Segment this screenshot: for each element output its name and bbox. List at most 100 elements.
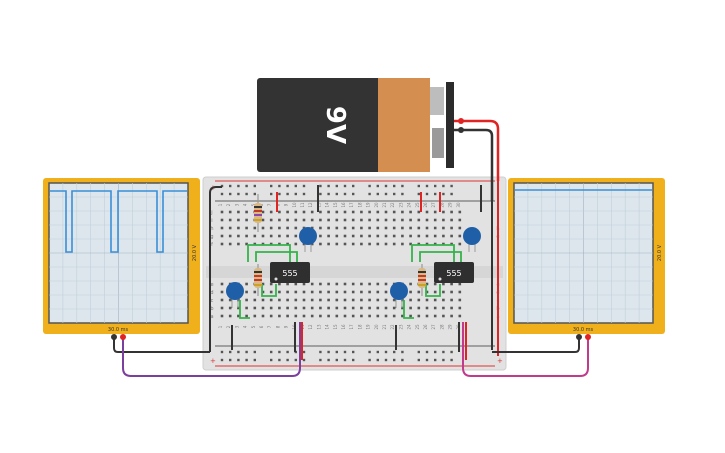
column-number: 2 [226, 203, 231, 206]
capacitor[interactable] [299, 227, 317, 252]
probe-wire-signal-left[interactable] [122, 322, 301, 377]
column-number: 17 [349, 202, 354, 208]
column-number: 9 [284, 325, 289, 328]
column-number: 30 [456, 202, 461, 208]
column-number: 20 [374, 202, 379, 208]
column-number: 20 [374, 324, 379, 330]
probe-wire-ground-right[interactable] [492, 337, 580, 353]
column-number: 4 [243, 203, 248, 206]
column-number: 3 [234, 203, 239, 206]
column-number: 15 [333, 202, 338, 208]
wire-green[interactable] [261, 284, 277, 297]
row-letter: g [210, 234, 213, 240]
probe-wire-signal-right[interactable] [462, 322, 589, 377]
column-number: 29 [448, 202, 453, 208]
wire-green[interactable] [239, 300, 250, 319]
column-number: 19 [366, 324, 371, 330]
column-number: 15 [333, 324, 338, 330]
column-number: 26 [423, 202, 428, 208]
battery-terminal-negative[interactable] [432, 128, 444, 158]
column-number: 22 [390, 202, 395, 208]
oscilloscope-left[interactable]: 30.0 ms 20.0 V [43, 178, 200, 334]
column-number: 5 [251, 203, 256, 206]
probe-terminal-ground[interactable] [576, 334, 582, 340]
column-number: 10 [292, 202, 297, 208]
capacitor[interactable] [463, 227, 481, 252]
wire-green[interactable] [411, 244, 455, 262]
wire-green[interactable] [255, 251, 298, 262]
wire-battery-positive[interactable] [454, 119, 500, 181]
probe-terminal-signal[interactable] [120, 334, 126, 340]
column-number: 27 [431, 202, 436, 208]
column-number: 25 [415, 324, 420, 330]
row-letter: c [211, 298, 214, 304]
timer-chip-555-right[interactable]: 555 [434, 262, 474, 283]
column-number: 21 [382, 202, 387, 208]
wire-green[interactable] [403, 300, 414, 319]
column-number: 1 [218, 325, 223, 328]
column-number: 26 [423, 324, 428, 330]
column-number: 6 [259, 325, 264, 328]
column-number: 8 [275, 325, 280, 328]
oscilloscope-volt-label: 20.0 V [657, 244, 663, 261]
wire-left-ground-rail[interactable] [209, 186, 222, 352]
row-letter: e [210, 282, 213, 288]
oscilloscope-time-label: 30.0 ms [573, 327, 594, 333]
oscilloscope-volt-label: 20.0 V [192, 244, 198, 261]
oscilloscope-right[interactable]: 30.0 ms 20.0 V [508, 178, 665, 334]
row-letter: j [210, 210, 212, 216]
row-letter: h [210, 226, 213, 232]
column-number: 12 [308, 324, 313, 330]
wire-green[interactable] [425, 284, 441, 297]
wire-node [458, 127, 464, 133]
battery-9v[interactable]: 9V [257, 78, 454, 172]
wire-node [458, 118, 464, 124]
probe-terminal-ground[interactable] [111, 334, 117, 340]
column-number: 27 [431, 324, 436, 330]
column-number: 18 [357, 324, 362, 330]
column-number: 12 [308, 202, 313, 208]
column-number: 28 [439, 202, 444, 208]
column-number: 29 [448, 324, 453, 330]
resistor[interactable] [254, 194, 262, 232]
column-number: 21 [382, 324, 387, 330]
wire-green[interactable] [419, 251, 462, 262]
column-number: 24 [407, 202, 412, 208]
column-number: 28 [439, 324, 444, 330]
probe-terminal-signal[interactable] [585, 334, 591, 340]
rail-plus-label-right: + [497, 357, 503, 365]
column-number: 7 [267, 203, 272, 206]
column-number: 24 [407, 324, 412, 330]
column-number: 23 [398, 324, 403, 330]
column-number: 14 [325, 324, 330, 330]
battery-label: 9V [320, 106, 350, 144]
capacitor[interactable] [226, 282, 244, 308]
column-number: 14 [325, 202, 330, 208]
probe-wire-ground-left[interactable] [113, 337, 210, 353]
breadboard-holes [220, 184, 462, 362]
column-number: 23 [398, 202, 403, 208]
oscilloscope-trace [50, 190, 187, 253]
column-number: 9 [284, 203, 289, 206]
column-number: 16 [341, 202, 346, 208]
column-number: 16 [341, 324, 346, 330]
column-number: 18 [357, 202, 362, 208]
resistor[interactable] [254, 264, 262, 296]
wire-green[interactable] [247, 244, 291, 262]
battery-terminal-positive[interactable] [430, 87, 444, 115]
wire-battery-negative[interactable] [454, 128, 494, 201]
column-number: 17 [349, 324, 354, 330]
rail-plus-label-bottom: + [210, 357, 216, 365]
column-number: 2 [226, 325, 231, 328]
row-letter: i [211, 218, 212, 224]
oscilloscope-time-label: 30.0 ms [108, 327, 129, 333]
column-number: 22 [390, 324, 395, 330]
row-letter: d [210, 290, 213, 296]
resistor[interactable] [418, 264, 426, 296]
row-letter: a [210, 314, 213, 320]
column-number: 1 [218, 203, 223, 206]
oscilloscope-grid [514, 183, 653, 323]
timer-chip-555-left[interactable]: 555 [270, 262, 310, 283]
capacitor[interactable] [390, 282, 408, 308]
